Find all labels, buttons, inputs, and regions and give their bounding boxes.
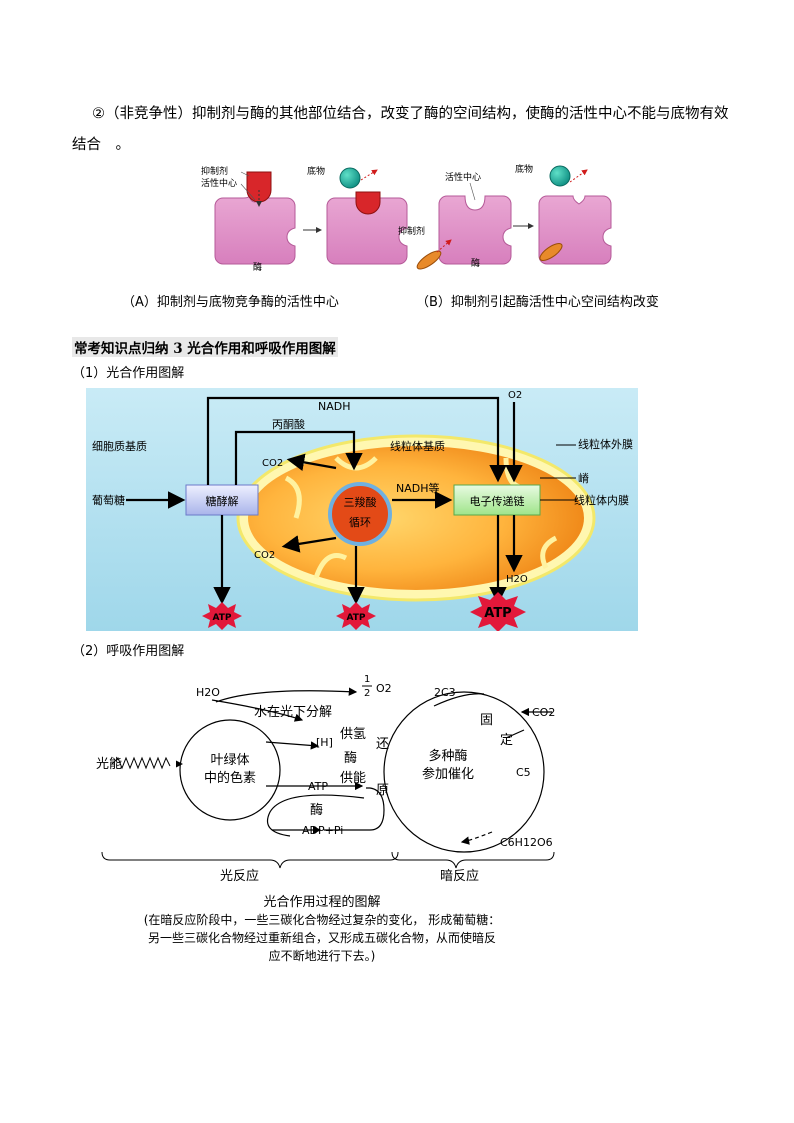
co2-label: CO2 <box>532 706 555 719</box>
enzyme-inhibition-figure: 抑制剂 活性中心 酶 底物 活性中心 抑制剂 酶 底物 <box>201 163 612 273</box>
half-numerator: 1 <box>364 674 370 685</box>
o2-label: O2 <box>508 390 522 401</box>
h2o-label: H2O <box>506 574 528 585</box>
substrate-shape <box>549 165 571 187</box>
crista-label: 嵴 <box>578 472 589 485</box>
supply-energy-label: 供能 <box>340 771 366 786</box>
tca-label-1: 三羧酸 <box>344 495 377 509</box>
atp-label: ATP <box>346 613 365 623</box>
enzyme1-label: 酶 <box>344 750 357 766</box>
dark-reaction-brace <box>391 851 555 869</box>
atp-label: ATP <box>484 606 511 621</box>
inhibitor-b-shape <box>539 242 563 262</box>
light-label: 光能 <box>96 757 122 772</box>
label-active-center-b: 活性中心 <box>445 171 481 183</box>
outer-membrane-label: 线粒体外膜 <box>578 437 633 451</box>
label-inhibitor: 抑制剂 <box>201 165 228 177</box>
light-reaction-brace <box>101 851 399 869</box>
enzyme-shape <box>214 194 296 265</box>
glucose-label: 葡萄糖 <box>92 493 125 507</box>
half-denominator: 2 <box>364 688 370 699</box>
label-substrate: 底物 <box>307 165 325 177</box>
glucose-label: C6H12O6 <box>500 836 553 849</box>
co2-label-a: CO2 <box>262 458 283 469</box>
subheading-2: （2）呼吸作用图解 <box>72 644 185 659</box>
subheading-1: （1）光合作用图解 <box>72 366 185 381</box>
atp-burst-3: ATP <box>470 592 526 631</box>
atp-label: ATP <box>212 613 231 623</box>
caption-a: （A）抑制剂与底物竞争酶的活性中心 <box>122 295 339 310</box>
inner-membrane-label: 线粒体内膜 <box>574 493 629 507</box>
c5-label: C5 <box>516 766 531 779</box>
nadh-top-label: NADH <box>318 400 351 413</box>
paragraph-text: ②（非竞争性）抑制剂与酶的其他部位结合，改变了酶的空间结构，使酶的活性中心不能与… <box>72 106 729 153</box>
pyruvate-label: 丙酮酸 <box>272 417 305 431</box>
note-line-2: 另一些三碳化合物经过重新组合，又形成五碳化合物，从而使暗反 <box>148 930 496 945</box>
mitochondria-figure: 三羧酸 循环 糖酵解 电子传递链 NADH O2 丙酮酸 细胞质基质 线粒体基质… <box>86 388 638 631</box>
fix-label-1: 固 <box>480 713 493 728</box>
inhibitor-b-shape <box>416 250 442 270</box>
calvin-cycle-circle <box>383 691 545 853</box>
caption-b: （B）抑制剂引起酶活性中心空间结构改变 <box>416 295 659 310</box>
photosynthesis-diagram: H2O 1 2 O2 水在光下分解 [H] 供氢 酶 供能 还 原 光能 叶绿体… <box>96 674 555 963</box>
label-enzyme-a: 酶 <box>253 261 262 273</box>
dark-reaction-label: 暗反应 <box>440 868 479 884</box>
atp-burst-2: ATP <box>336 602 376 630</box>
inhibitor-shape <box>355 191 381 215</box>
fix-label-2: 定 <box>500 733 513 748</box>
paragraph-noncompetitive: ②（非竞争性）抑制剂与酶的其他部位结合，改变了酶的空间结构，使酶的活性中心不能与… <box>72 99 732 161</box>
chloroplast-label-2: 中的色素 <box>204 770 256 786</box>
label-active-center: 活性中心 <box>201 177 237 189</box>
note-line-3: 应不断地进行下去。) <box>269 948 376 963</box>
chloroplast-circle <box>179 719 281 821</box>
label-enzyme-b: 酶 <box>471 257 480 269</box>
section-heading: 常考知识点归纳 3 光合作用和呼吸作用图解 <box>72 337 338 357</box>
substrate-shape <box>339 167 361 189</box>
adp-label: ADP+Pi <box>302 824 343 837</box>
supply-h-label: 供氢 <box>340 727 366 742</box>
light-reaction-label: 光反应 <box>220 868 259 884</box>
atp-label: ATP <box>308 780 328 793</box>
label-substrate-b: 底物 <box>515 163 533 175</box>
o2-label: O2 <box>376 682 392 695</box>
inhibitor-shape <box>246 171 272 203</box>
glycolysis-label: 糖酵解 <box>206 494 239 508</box>
tca-label-2: 循环 <box>349 516 371 529</box>
co2-label-b: CO2 <box>254 550 275 561</box>
nadh-etc-label: NADH等 <box>396 481 440 495</box>
label-inhibitor-b: 抑制剂 <box>398 225 425 237</box>
enzyme-shape <box>438 195 512 265</box>
diagram-title: 光合作用过程的图解 <box>263 894 380 910</box>
water-split-label: 水在光下分解 <box>254 705 332 720</box>
h-label: [H] <box>316 736 333 749</box>
reduce-label-2: 原 <box>376 783 389 798</box>
cytoplasm-label: 细胞质基质 <box>92 440 147 453</box>
enzyme2-label: 酶 <box>310 802 323 818</box>
tca-cycle <box>328 482 392 546</box>
matrix-label: 线粒体基质 <box>390 439 445 453</box>
enzymes-label-1: 多种酶 <box>428 748 467 764</box>
h2o-label: H2O <box>196 686 220 699</box>
reduce-label-1: 还 <box>376 737 389 752</box>
enzymes-label-2: 参加催化 <box>422 766 474 782</box>
atp-burst-1: ATP <box>202 602 242 630</box>
note-line-1: (在暗反应阶段中，一些三碳化合物经过复杂的变化， 形成葡萄糖： <box>144 912 501 927</box>
etc-label: 电子传递链 <box>470 494 525 508</box>
chloroplast-label-1: 叶绿体 <box>210 753 249 768</box>
c3-label: 2C3 <box>434 686 456 699</box>
